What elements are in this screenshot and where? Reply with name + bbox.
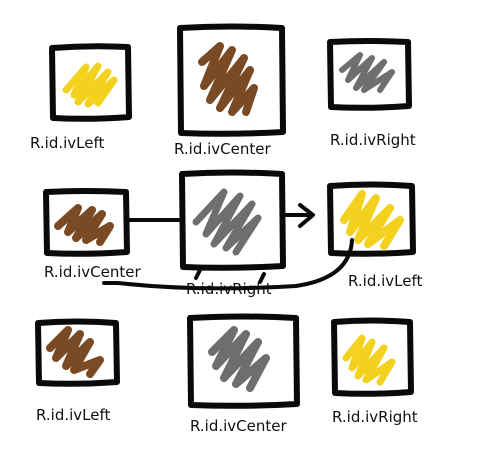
card-rotating-center	[179, 169, 286, 271]
card-initial-right	[327, 38, 412, 111]
return-curve-right-to-left	[102, 238, 354, 291]
color-swatch	[339, 52, 395, 93]
card-initial-center	[177, 23, 286, 137]
card-result-right	[331, 317, 414, 397]
card-label: R.id.ivRight	[332, 408, 418, 426]
curve-tick	[194, 268, 202, 280]
row-result: R.id.ivLeft R.id.ivCenter R.id.ivRight	[35, 313, 418, 435]
card-label: R.id.ivCenter	[44, 263, 141, 281]
color-swatch	[342, 334, 396, 386]
card-label: R.id.ivLeft	[348, 272, 422, 290]
card-rotating-right	[327, 181, 416, 257]
color-swatch	[54, 204, 114, 246]
color-swatch	[46, 326, 104, 378]
card-initial-left	[49, 43, 132, 122]
color-swatch	[62, 62, 118, 108]
card-label: R.id.ivLeft	[30, 134, 104, 152]
curve-tick	[258, 272, 266, 284]
row-initial: R.id.ivLeft R.id.ivCenter R.id.ivRight	[30, 23, 416, 158]
card-label: R.id.ivCenter	[174, 140, 271, 158]
card-label: R.id.ivRight	[330, 131, 416, 149]
card-label: R.id.ivLeft	[36, 406, 110, 424]
color-swatch	[208, 326, 270, 392]
color-swatch	[192, 188, 262, 256]
card-label: R.id.ivCenter	[190, 417, 287, 435]
card-result-center	[187, 313, 300, 409]
row-rotating: R.id.ivCenter R.id.ivRight R.id.ivLeft	[43, 169, 422, 298]
arrow-head-icon	[298, 203, 315, 228]
color-swatch	[340, 190, 404, 250]
card-result-left	[35, 318, 120, 387]
card-rotating-left	[43, 188, 130, 257]
color-swatch	[198, 42, 258, 116]
